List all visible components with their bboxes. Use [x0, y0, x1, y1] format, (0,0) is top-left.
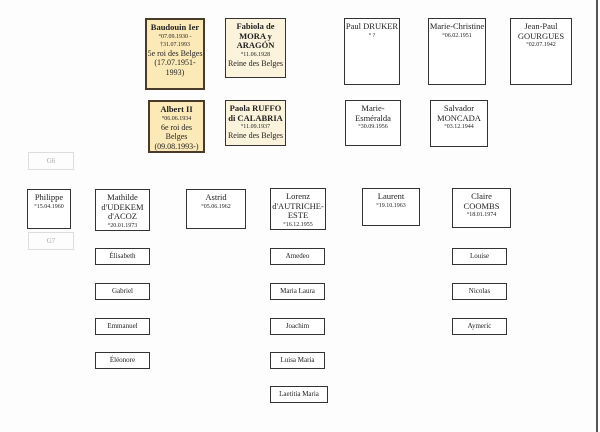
dates: °30.09.1956 [358, 124, 388, 130]
person-mathilde: Mathilde d'UDEKEM d'ACOZ°20.01.1973 [95, 189, 150, 231]
child-maria-laura: Maria Laura [270, 283, 325, 300]
child-eleonore: Éléonore [95, 352, 150, 369]
name: Philippe [34, 192, 64, 202]
child-louise: Louise [452, 248, 507, 265]
dates: °11.06.1928 [240, 51, 271, 58]
child-laetitia-maria: Laetitia Maria [270, 386, 328, 403]
name: Astrid [205, 192, 227, 202]
child-luisa-maria: Luisa Maria [270, 352, 325, 369]
title: Reine des Belges [227, 131, 284, 140]
person-paul: Paul DRUKER° ? [344, 18, 400, 85]
dates: °06.02.1951 [442, 32, 472, 39]
name: Laurent [377, 191, 405, 201]
person-laurent: Laurent°19.10.1963 [362, 188, 420, 226]
name: Mathilde d'UDEKEM d'ACOZ [101, 192, 144, 221]
dates: °03.12.1944 [444, 124, 474, 130]
child-nicolas: Nicolas [452, 283, 507, 300]
generation-label-g6: G6 [28, 152, 74, 170]
name: Jean-Paul GOURGUES [517, 21, 565, 41]
name: Marie-Esméralda [355, 103, 391, 123]
dates: °05.06.1962 [201, 203, 231, 210]
name: Baudouin Ier [150, 22, 200, 32]
dates: °19.10.1963 [376, 202, 406, 209]
dates: °11.09.1937 [240, 124, 271, 130]
dates: °15.04.1960 [34, 203, 64, 210]
name: Paul DRUKER [345, 21, 399, 31]
scan-edge [596, 0, 598, 432]
dates: °02.07.1942 [526, 42, 556, 48]
person-lorenz: Lorenz d'AUTRICHE-ESTE°16.12.1955 [270, 188, 326, 230]
name: Marie-Christine [429, 21, 485, 31]
child-amedeo: Amedeo [270, 248, 325, 265]
child-elisabeth: Élisabeth [95, 248, 150, 265]
child-aymeric: Aymeric [452, 318, 507, 335]
name: Claire COOMBS [463, 191, 500, 211]
person-salvador: Salvador MONCADA°03.12.1944 [430, 100, 488, 147]
person-philippe: Philippe°15.04.1960 [27, 189, 71, 229]
title: 5e roi des Belges (17.07.1951-1993) [147, 48, 203, 77]
person-astrid: Astrid°05.06.1962 [186, 189, 246, 229]
dates: °07.09.1930 - †31.07.1993 [158, 33, 192, 48]
dates: °20.01.1973 [107, 222, 138, 229]
name: Paola RUFFO di CALABRIA [228, 103, 283, 123]
child-gabriel: Gabriel [95, 283, 150, 300]
name: Fabiola de MORA y ARAGÓN [236, 21, 275, 50]
person-marie-esmeralda: Marie-Esméralda°30.09.1956 [345, 100, 401, 146]
child-joachim: Joachim [270, 318, 325, 335]
dates: °06.06.1934 [161, 115, 192, 122]
dates: ° ? [368, 32, 376, 39]
name: Salvador MONCADA [437, 103, 481, 123]
person-claire: Claire COOMBS°18.01.1974 [452, 188, 511, 228]
generation-label-g7: G7 [28, 232, 74, 250]
child-emmanuel: Emmanuel [95, 318, 150, 335]
name: Lorenz d'AUTRICHE-ESTE [272, 191, 324, 220]
name: Albert II [160, 104, 193, 114]
dates: °18.01.1974 [466, 212, 497, 218]
person-marie-christine: Marie-Christine°06.02.1951 [428, 18, 486, 85]
title: 6e roi des Belges (09.08.1993-) [154, 122, 199, 151]
title: Reine des Belges [227, 58, 284, 68]
dates: °16.12.1955 [283, 221, 313, 228]
person-jean-paul: Jean-Paul GOURGUES°02.07.1942 [510, 18, 572, 85]
